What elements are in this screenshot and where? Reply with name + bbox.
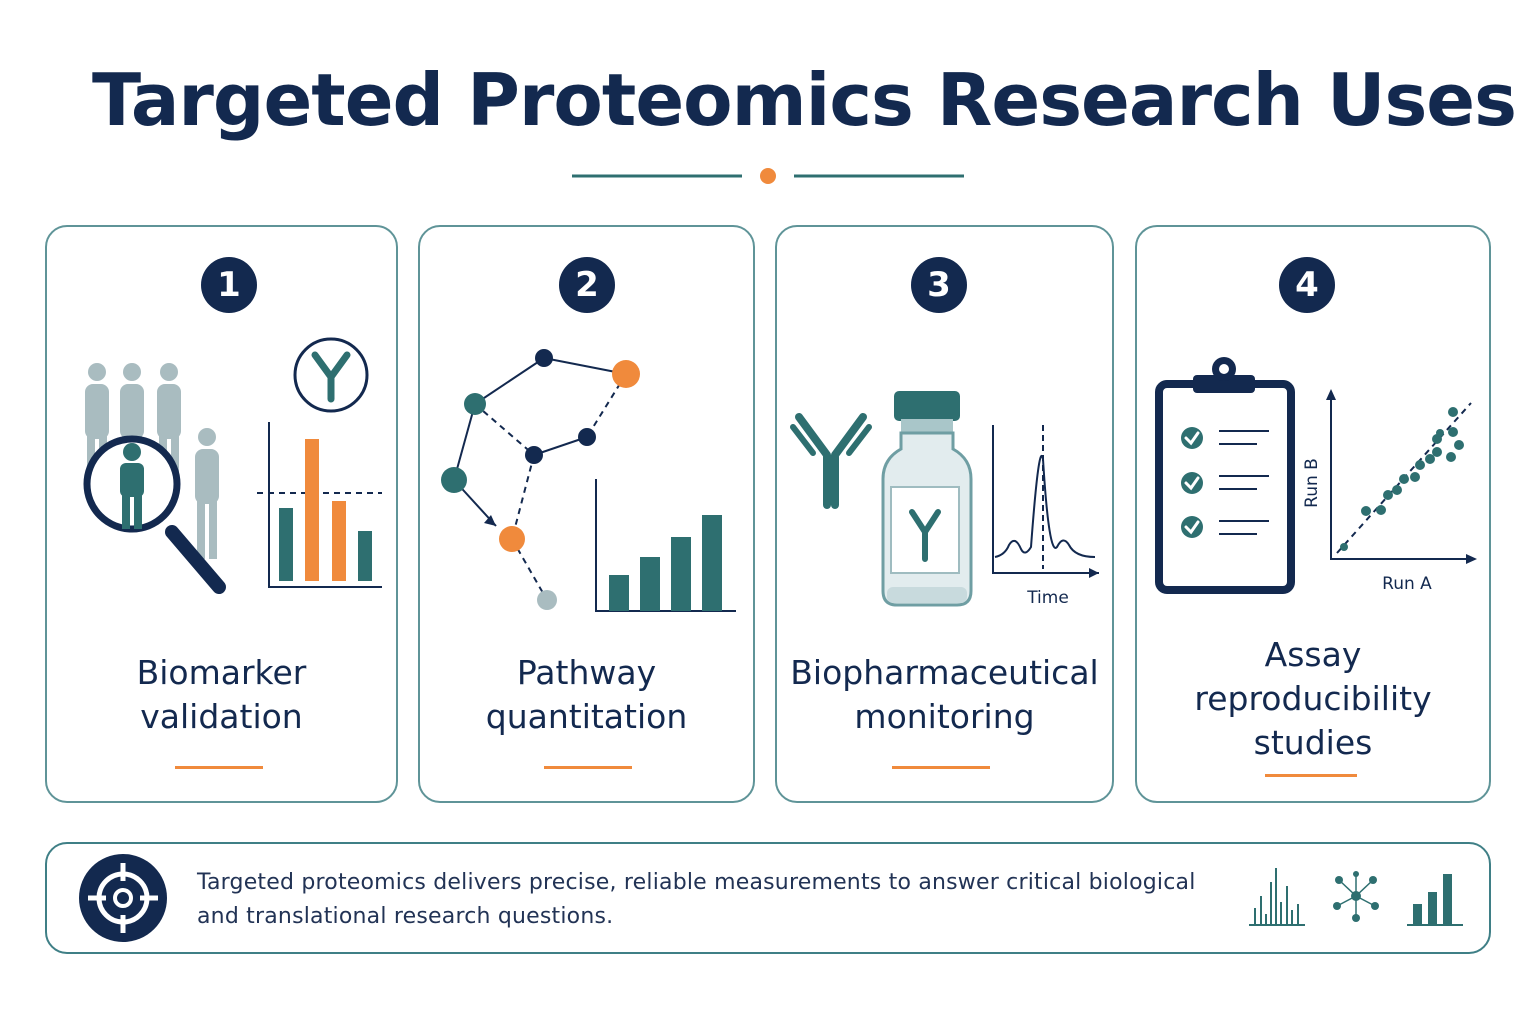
reproducibility-illustration: Run A Run B [1155, 357, 1477, 594]
summary-text: Targeted proteomics delivers precise, re… [197, 870, 1196, 929]
summary-footer: Targeted proteomics delivers precise, re… [45, 842, 1491, 954]
bar-chart-icon [1407, 874, 1463, 926]
title-divider [572, 168, 964, 184]
biopharma-illustration: Time [790, 391, 1099, 608]
chart-axis-label: Time [1026, 588, 1069, 608]
step-number-badge: 2 [559, 257, 615, 313]
card-assay-reproducibility: 4 [1135, 225, 1491, 803]
antibody-icon [293, 337, 369, 413]
card-biomarker-validation: 1 Biomarker validation [45, 225, 398, 803]
magnifier-icon [83, 435, 226, 594]
molecule-icon [1333, 871, 1379, 922]
card-label: Biomarker validation [136, 653, 307, 736]
pathway-illustration [441, 349, 736, 612]
spectrum-icon [1249, 868, 1305, 926]
chromatogram-icon: Time [992, 425, 1099, 608]
biomarker-illustration [83, 337, 382, 594]
clipboard-checklist-icon [1155, 357, 1295, 594]
card-label: Biopharmaceutical monitoring [790, 653, 1099, 736]
card-pathway-quantitation: 2 Path [418, 225, 755, 803]
network-icon [441, 349, 640, 610]
bar-chart-icon [257, 422, 382, 588]
card-label: Pathway quantitation [485, 653, 688, 736]
step-number-badge: 1 [201, 257, 257, 313]
x-axis-label: Run A [1382, 574, 1432, 594]
vial-icon [881, 391, 973, 607]
card-underline [1265, 774, 1357, 777]
step-number-badge: 4 [1279, 257, 1335, 313]
y-axis-label: Run B [1302, 458, 1322, 508]
card-underline [544, 766, 632, 769]
target-icon [79, 854, 167, 942]
card-biopharmaceutical-monitoring: 3 Time Biopharmaceutical monitoring [775, 225, 1114, 803]
card-label: Assay reproducibility studies [1194, 635, 1432, 762]
card-underline [892, 766, 990, 769]
page-title: Targeted Proteomics Research Uses [92, 58, 1517, 142]
antibody-icon [790, 413, 872, 509]
bar-chart-icon [595, 479, 736, 612]
card-underline [175, 766, 263, 769]
scatter-plot-icon: Run A Run B [1302, 389, 1477, 594]
step-number-badge: 3 [911, 257, 967, 313]
